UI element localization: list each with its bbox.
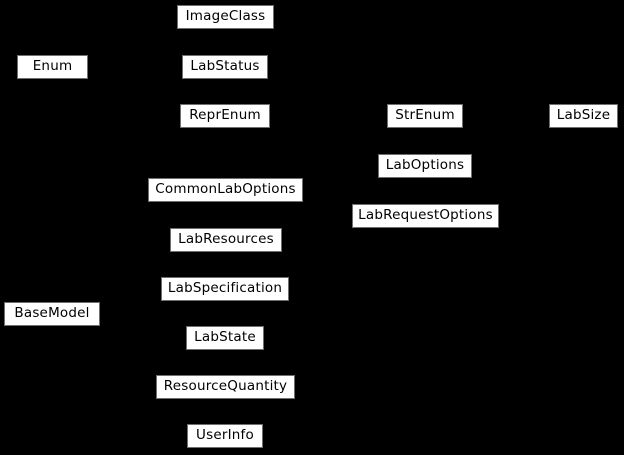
class-node-labresources[interactable]: LabResources — [170, 228, 282, 252]
class-label: LabStatus — [190, 58, 260, 75]
class-label: LabOptions — [385, 157, 465, 174]
class-node-labstate[interactable]: LabState — [186, 326, 264, 350]
class-node-strenum[interactable]: StrEnum — [387, 104, 463, 128]
class-node-labstatus[interactable]: LabStatus — [182, 55, 268, 79]
class-label: ResourceQuantity — [163, 378, 288, 395]
class-label: StrEnum — [395, 107, 455, 124]
class-node-commonlaboptions[interactable]: CommonLabOptions — [148, 178, 303, 202]
class-label: LabState — [194, 329, 256, 346]
class-label: ReprEnum — [189, 107, 261, 124]
class-node-resourcequantity[interactable]: ResourceQuantity — [156, 375, 295, 399]
class-node-labrequestoptions[interactable]: LabRequestOptions — [352, 204, 499, 228]
class-node-imageclass[interactable]: ImageClass — [177, 5, 274, 29]
class-label: UserInfo — [196, 427, 254, 444]
class-label: LabSpecification — [167, 280, 283, 297]
class-node-enum[interactable]: Enum — [17, 55, 88, 79]
class-node-reprenum[interactable]: ReprEnum — [180, 104, 270, 128]
class-label: Enum — [32, 58, 73, 75]
class-label: BaseModel — [14, 305, 90, 322]
class-node-labsize[interactable]: LabSize — [549, 104, 618, 128]
class-label: LabResources — [178, 231, 274, 248]
class-node-basemodel[interactable]: BaseModel — [4, 302, 100, 326]
class-node-laboptions[interactable]: LabOptions — [378, 154, 472, 178]
class-label: LabRequestOptions — [358, 207, 493, 224]
class-label: ImageClass — [185, 8, 266, 25]
class-node-userinfo[interactable]: UserInfo — [187, 424, 263, 448]
class-label: CommonLabOptions — [155, 181, 296, 198]
class-label: LabSize — [556, 107, 611, 124]
class-node-labspecification[interactable]: LabSpecification — [161, 277, 289, 301]
